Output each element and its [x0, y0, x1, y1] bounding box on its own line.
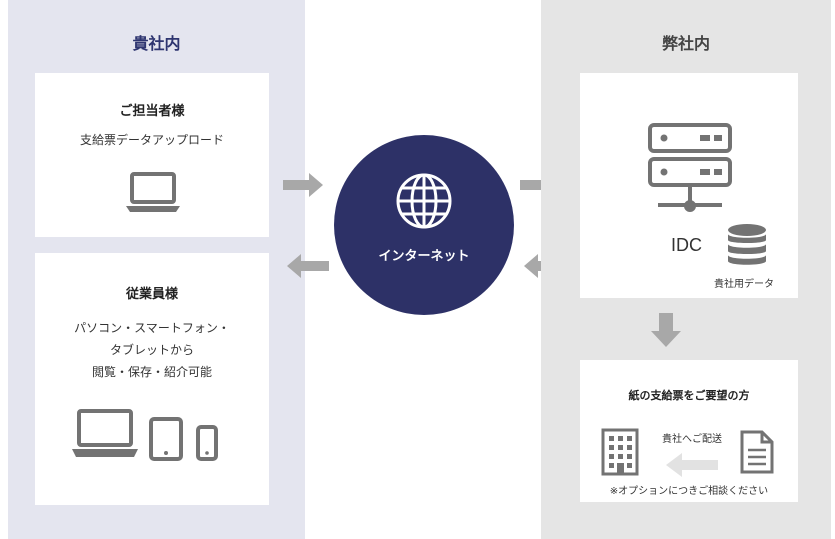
building-icon — [601, 428, 639, 476]
paper-payslip-card: 紙の支給票をご要望の方 貴社へご配送 ※オプションにつきご相談ください — [580, 360, 798, 502]
employee-card-title: 従業員様 — [125, 287, 178, 302]
globe-icon — [396, 173, 452, 229]
internet-hub: インターネット — [334, 135, 514, 315]
device-line-3: 閲覧・保存・紹介可能 — [91, 365, 212, 379]
provider-side-panel: 弊社内 IDC 貴社用データ 紙の支給票をご要望の方 — [541, 0, 831, 539]
staff-card-title: ご担当者様 — [119, 104, 185, 119]
client-panel-title: 貴社内 — [132, 34, 181, 53]
smartphone-icon — [196, 425, 218, 461]
arrow-left-icon — [287, 254, 329, 278]
server-icon — [648, 123, 732, 212]
server-card: IDC 貴社用データ — [580, 73, 798, 298]
device-line-2: タブレットから — [109, 343, 194, 357]
paper-card-title: 紙の支給票をご要望の方 — [628, 389, 750, 402]
delivery-label: 貴社へご配送 — [662, 434, 722, 445]
laptop-icon — [126, 172, 180, 212]
data-caption: 貴社用データ — [714, 279, 774, 290]
provider-panel-title: 弊社内 — [661, 34, 710, 53]
option-note: ※オプションにつきご相談ください — [609, 486, 769, 497]
staff-card: ご担当者様 支給票データアップロード — [35, 73, 269, 237]
arrow-down-icon — [651, 313, 681, 347]
client-side-panel: 貴社内 ご担当者様 支給票データアップロード 従業員様 パソコン・スマートフォン… — [8, 0, 305, 539]
arrow-right-icon — [283, 173, 323, 197]
arrow-left-icon — [666, 453, 718, 477]
laptop-icon — [72, 409, 138, 457]
employee-card: 従業員様 パソコン・スマートフォン・ タブレットから 閲覧・保存・紹介可能 — [35, 253, 269, 505]
tablet-icon — [149, 417, 183, 461]
staff-card-text: 支給票データアップロード — [79, 133, 224, 147]
internet-label: インターネット — [378, 249, 470, 264]
device-line-1: パソコン・スマートフォン・ — [74, 321, 230, 335]
idc-label: IDC — [671, 235, 702, 255]
document-icon — [740, 430, 774, 474]
database-icon — [728, 224, 766, 265]
